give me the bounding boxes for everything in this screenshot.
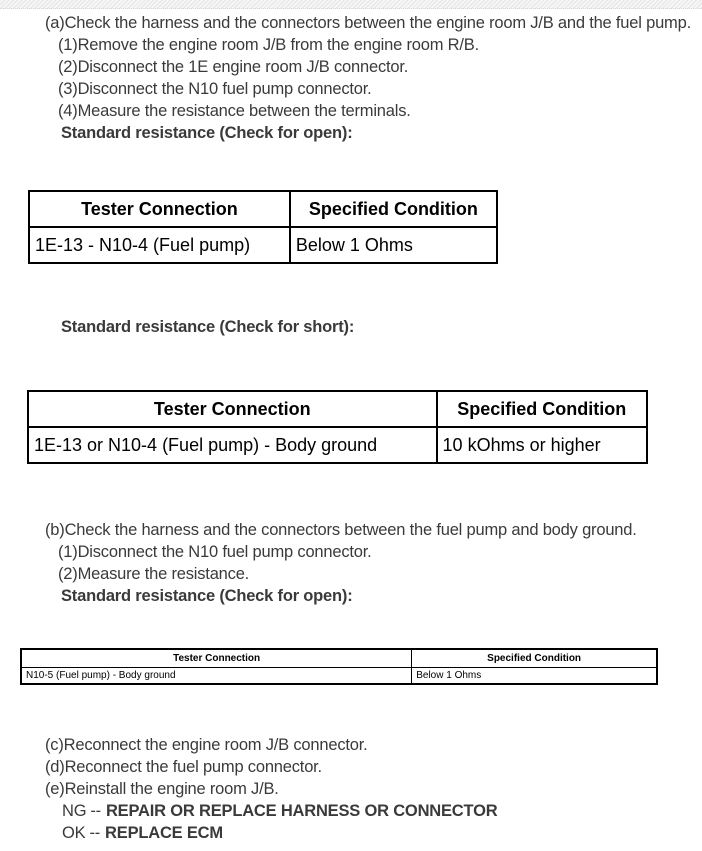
result-ng-label: NG xyxy=(62,802,87,820)
standard-resistance-short-a-label: Standard resistance (Check for short): xyxy=(61,318,355,336)
col-header-tester-connection: Tester Connection xyxy=(20,648,413,668)
standard-resistance-open-a-label: Standard resistance (Check for open): xyxy=(61,124,353,142)
step-b-sub-1: (1)Disconnect the N10 fuel pump connecto… xyxy=(58,543,372,561)
step-a: (a)Check the harness and the connectors … xyxy=(45,14,691,32)
col-header-tester-connection: Tester Connection xyxy=(27,390,438,428)
resistance-table-check-open-b: Tester Connection Specified Condition N1… xyxy=(20,648,658,685)
step-a-sub-4: (4)Measure the resistance between the te… xyxy=(58,102,411,120)
standard-resistance-open-b-label: Standard resistance (Check for open): xyxy=(61,587,353,605)
tester-connection-value: N10-5 (Fuel pump) - Body ground xyxy=(20,666,413,685)
result-ok-label: OK xyxy=(62,824,86,842)
col-header-specified-condition: Specified Condition xyxy=(411,648,658,668)
col-header-specified-condition: Specified Condition xyxy=(435,390,649,428)
table-header-row: Tester Connection Specified Condition xyxy=(20,648,658,668)
step-a-sub-1: (1)Remove the engine room J/B from the e… xyxy=(58,36,479,54)
col-header-tester-connection: Tester Connection xyxy=(28,190,291,228)
step-c: (c)Reconnect the engine room J/B connect… xyxy=(45,736,368,754)
resistance-table-check-short-a: Tester Connection Specified Condition 1E… xyxy=(27,390,649,464)
tester-connection-value: 1E-13 or N10-4 (Fuel pump) - Body ground xyxy=(27,426,438,464)
result-ng: NG--REPAIR OR REPLACE HARNESS OR CONNECT… xyxy=(62,800,702,822)
result-ok-separator: -- xyxy=(89,824,101,842)
table-header-row: Tester Connection Specified Condition xyxy=(27,390,649,428)
tester-connection-value: 1E-13 - N10-4 (Fuel pump) xyxy=(28,226,291,264)
col-header-specified-condition: Specified Condition xyxy=(288,190,499,228)
result-ok-action: REPLACE ECM xyxy=(105,824,223,842)
selection-hatch-strip xyxy=(0,0,702,9)
table-header-row: Tester Connection Specified Condition xyxy=(28,190,499,228)
specified-condition-value: Below 1 Ohms xyxy=(411,666,658,685)
step-b: (b)Check the harness and the connectors … xyxy=(45,521,637,539)
table-row: N10-5 (Fuel pump) - Body ground Below 1 … xyxy=(20,666,658,685)
step-b-sub-2: (2)Measure the resistance. xyxy=(58,565,250,583)
step-a-sub-3: (3)Disconnect the N10 fuel pump connecto… xyxy=(58,80,372,98)
step-e: (e)Reinstall the engine room J/B. xyxy=(45,780,279,798)
resistance-table-check-open-a: Tester Connection Specified Condition 1E… xyxy=(28,190,499,264)
table-row: 1E-13 or N10-4 (Fuel pump) - Body ground… xyxy=(27,426,649,464)
specified-condition-value: Below 1 Ohms xyxy=(288,226,499,264)
result-ng-action: REPAIR OR REPLACE HARNESS OR CONNECTOR xyxy=(105,802,498,820)
table-row: 1E-13 - N10-4 (Fuel pump) Below 1 Ohms xyxy=(28,226,499,264)
result-ok: OK--REPLACE ECM xyxy=(62,822,702,844)
step-d: (d)Reconnect the fuel pump connector. xyxy=(45,758,322,776)
result-ng-separator: -- xyxy=(90,802,101,820)
specified-condition-value: 10 kOhms or higher xyxy=(435,426,649,464)
step-a-sub-2: (2)Disconnect the 1E engine room J/B con… xyxy=(58,58,409,76)
